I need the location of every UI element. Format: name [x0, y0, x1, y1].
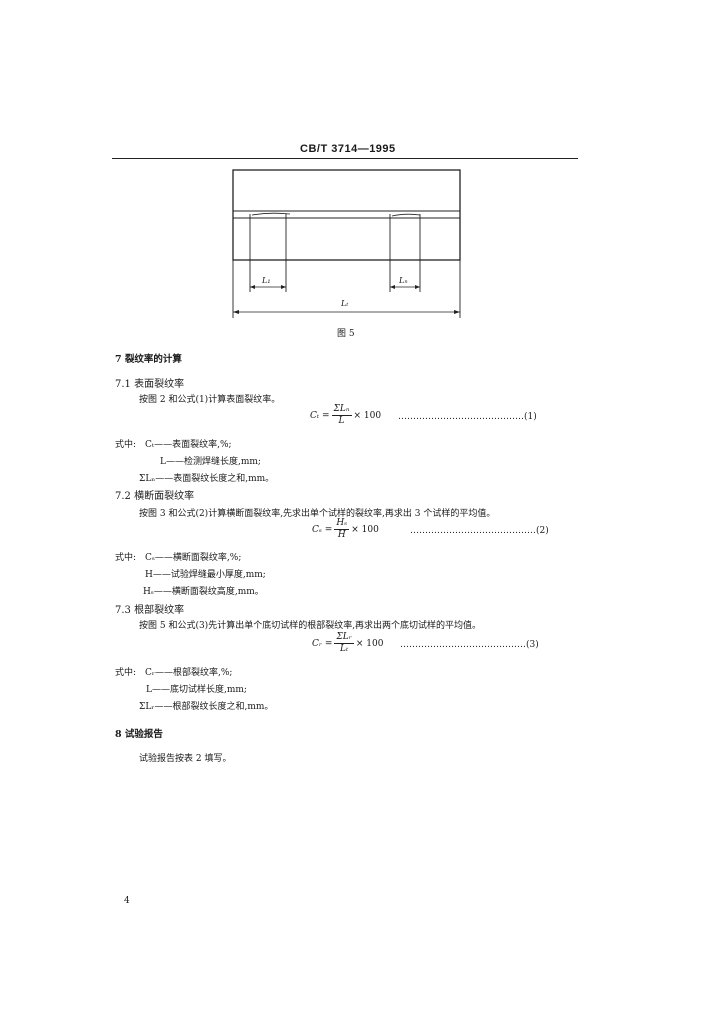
section-7-1-where: 式中: [115, 440, 137, 450]
formula-3-number: ……………………………………(3) [400, 640, 539, 650]
standard-code: CB/T 3714—1995 [300, 143, 396, 155]
dimension-label-l1: L₁ [262, 276, 271, 285]
formula-3-numerator: ΣLᵣ [334, 632, 354, 644]
formula-3-denominator: Lₜ [340, 644, 349, 654]
section-7-1-def-2: L——检测焊缝长度,mm; [160, 457, 261, 467]
page-number: 4 [124, 896, 130, 906]
section-7-3-def-3: ΣLᵣ——根部裂纹长度之和,mm。 [139, 702, 274, 712]
formula-1-fraction: ΣLₙ L [331, 404, 352, 427]
section-8-body: 试验报告按表 2 填写。 [139, 754, 232, 764]
section-7-3-where: 式中: [115, 668, 137, 678]
formula-3: Cᵣ = ΣLᵣ Lₜ × 100 [312, 632, 383, 655]
section-7-2-def-1: Cₛ——横断面裂纹率,%; [145, 553, 242, 563]
section-7-1-intro: 按图 2 和公式(1)计算表面裂纹率。 [139, 395, 281, 405]
section-7-2-heading: 7.2 横断面裂纹率 [115, 491, 195, 502]
formula-2-lhs: Cₛ = [312, 524, 333, 535]
dimension-label-lt: Lₜ [341, 299, 349, 308]
formula-2-number: ……………………………………(2) [410, 526, 549, 536]
section-7-1-def-1: Cₜ——表面裂纹率,%; [145, 440, 232, 450]
figure-caption: 图 5 [337, 329, 355, 339]
formula-1-lhs: Cₜ = [310, 410, 330, 421]
formula-1-numerator: ΣLₙ [331, 404, 352, 416]
section-7-2-intro: 按图 3 和公式(2)计算横断面裂纹率,先求出单个试样的裂纹率,再求出 3 个试… [139, 509, 496, 519]
formula-1: Cₜ = ΣLₙ L × 100 [310, 404, 381, 427]
header-rule [112, 158, 578, 159]
section-7-3-def-1: Cᵣ——根部裂纹率,%; [145, 668, 233, 678]
formula-2-tail: × 100 [351, 524, 379, 535]
section-7-3-intro: 按图 5 和公式(3)先计算出单个底切试样的根部裂纹率,再求出两个底切试样的平均… [139, 621, 482, 631]
section-7-3-heading: 7.3 根部裂纹率 [115, 605, 185, 616]
formula-1-number: ……………………………………(1) [398, 412, 537, 422]
formula-3-lhs: Cᵣ = [312, 638, 333, 649]
section-7-title: 7 裂纹率的计算 [115, 354, 182, 365]
section-7-2-def-2: H——试验焊缝最小厚度,mm; [145, 570, 266, 580]
dimension-label-ln: Lₙ [399, 276, 408, 285]
formula-3-fraction: ΣLᵣ Lₜ [334, 632, 354, 655]
section-8-title: 8 试验报告 [115, 729, 163, 740]
formula-3-tail: × 100 [355, 638, 384, 649]
section-7-2-def-3: Hₛ——横断面裂纹高度,mm。 [143, 587, 264, 597]
formula-2: Cₛ = Hₛ H × 100 [312, 518, 379, 541]
section-7-1-def-3: ΣLₙ——表面裂纹长度之和,mm。 [139, 474, 275, 484]
formula-2-fraction: Hₛ H [334, 518, 350, 541]
formula-1-denominator: L [338, 416, 345, 426]
formula-2-numerator: Hₛ [334, 518, 350, 530]
formula-1-tail: × 100 [353, 410, 382, 421]
formula-2-denominator: H [337, 530, 346, 540]
section-7-3-def-2: L——底切试样长度,mm; [146, 685, 247, 695]
section-7-2-where: 式中: [115, 553, 137, 563]
section-7-1-heading: 7.1 表面裂纹率 [115, 379, 185, 390]
